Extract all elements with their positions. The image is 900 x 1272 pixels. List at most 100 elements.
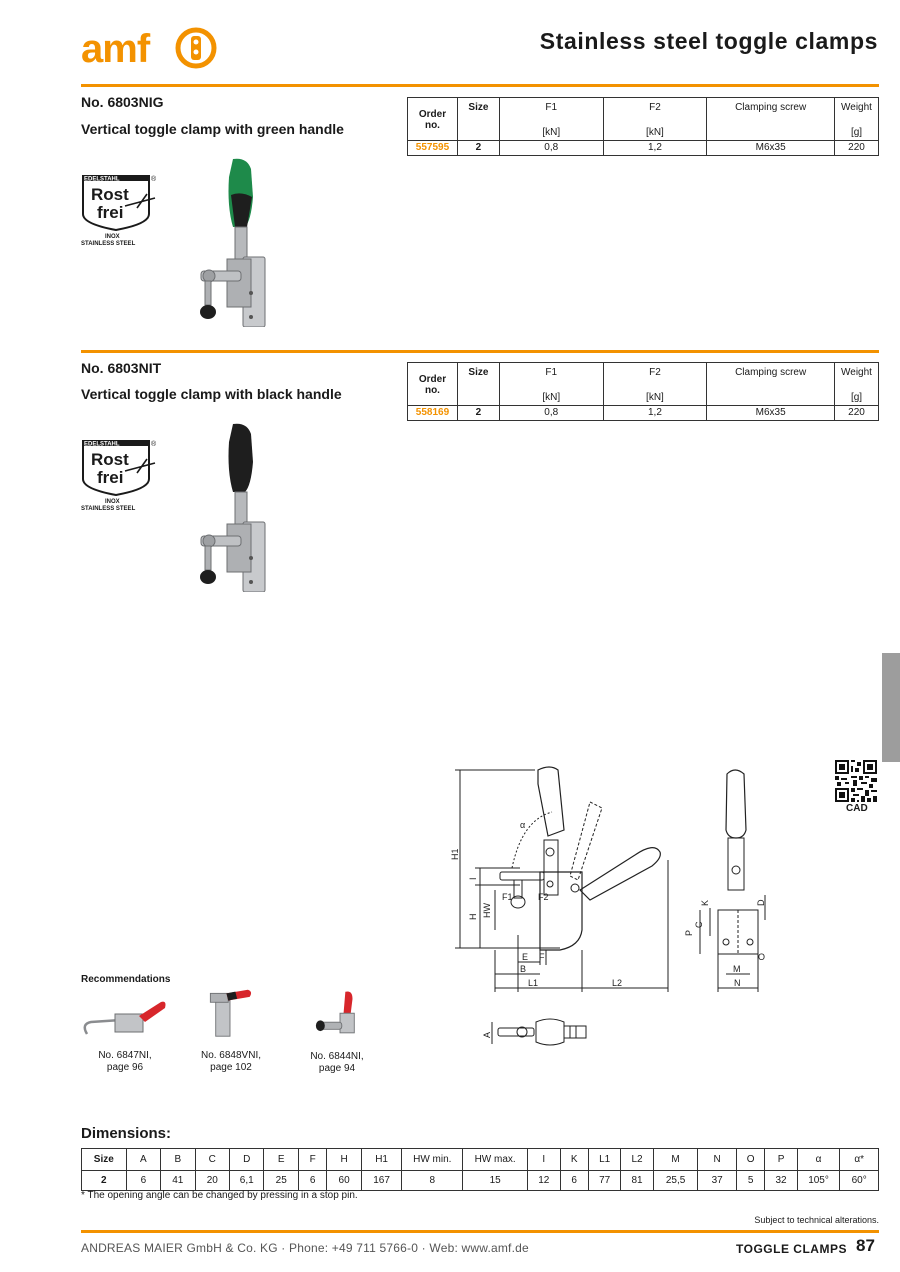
subject-note: Subject to technical alterations. [754, 1215, 879, 1225]
dim-cell: 77 [587, 1170, 622, 1191]
recommendation-item[interactable] [312, 990, 368, 1045]
svg-text:L1: L1 [528, 978, 538, 988]
cell-f1: 0,8 [498, 405, 604, 421]
dimensions-title: Dimensions: [81, 1125, 172, 1142]
dim-cell: 6 [125, 1170, 162, 1191]
dim-cell: 6 [559, 1170, 589, 1191]
dim-cell: 15 [462, 1170, 529, 1191]
cell-size: 2 [456, 405, 500, 421]
dim-col-header: A [125, 1148, 162, 1171]
svg-text:STAINLESS STEEL: STAINLESS STEEL [81, 506, 136, 512]
dim-cell: 41 [160, 1170, 196, 1191]
dim-cell: 25,5 [652, 1170, 699, 1191]
col-screw: Clamping screw [706, 362, 835, 406]
svg-text:M: M [733, 964, 741, 974]
rec-caption: No. 6844NI, page 94 [310, 1051, 364, 1074]
cell-weight: 220 [834, 405, 879, 421]
svg-text:H1: H1 [450, 848, 460, 860]
svg-text:P: P [684, 930, 694, 936]
dim-cell: 60° [839, 1170, 879, 1191]
dim-cell: 6 [297, 1170, 328, 1191]
clamp-arm [543, 839, 559, 896]
dim-cell: 8 [401, 1170, 464, 1191]
side-view-drawing: H1 I H HW α F1 F2 E F B L1 L2 C P K D [450, 766, 766, 992]
dim-col-header: N [697, 1148, 737, 1171]
dim-cell: 105° [796, 1170, 841, 1191]
col-weight: Weight[g] [834, 362, 879, 406]
dim-col-header: Size [81, 1148, 127, 1171]
svg-text:®: ® [151, 440, 157, 448]
dim-col-header: M [652, 1148, 699, 1171]
cell-weight: 220 [834, 140, 879, 156]
svg-text:I: I [468, 877, 478, 880]
top-view-drawing: A [482, 1018, 587, 1046]
cell-f1: 0,8 [498, 140, 604, 156]
dim-col-header: H1 [360, 1148, 403, 1171]
dim-cell: 2 [81, 1170, 127, 1191]
dim-col-header: O [735, 1148, 766, 1171]
dim-col-header: HW max. [462, 1148, 529, 1171]
svg-text:Rost: Rost [91, 185, 129, 204]
rec-caption: No. 6848VNI, page 102 [200, 1050, 262, 1073]
dim-col-header: HW min. [401, 1148, 464, 1171]
svg-text:STAINLESS STEEL: STAINLESS STEEL [81, 241, 136, 247]
col-size: Size [456, 362, 500, 406]
handle-closed [537, 766, 565, 837]
cell-size: 2 [456, 140, 500, 156]
dim-col-header: α* [839, 1148, 879, 1171]
front-handle [725, 769, 747, 839]
dim-col-header: C [194, 1148, 231, 1171]
dim-cell: 167 [360, 1170, 403, 1191]
table-row: 558169 2 0,8 1,2 M6x35 220 [407, 405, 879, 421]
spec-table: Order no. Size F1[kN] F2[kN] Clamping sc… [407, 362, 879, 421]
svg-text:N: N [734, 978, 741, 988]
col-f2: F2[kN] [602, 362, 708, 406]
footer-company: ANDREAS MAIER GmbH & Co. KG · Phone: +49… [81, 1241, 529, 1255]
footnote: * The opening angle can be changed by pr… [81, 1190, 358, 1201]
svg-text:D: D [756, 899, 766, 906]
dim-col-header: E [263, 1148, 299, 1171]
svg-text:C: C [694, 921, 704, 928]
section-rule [81, 350, 879, 353]
dim-cell: 5 [735, 1170, 766, 1191]
col-screw: Clamping screw [706, 97, 835, 141]
col-f1: F1[kN] [498, 97, 604, 141]
dim-cell: 37 [697, 1170, 737, 1191]
col-order: Order no. [407, 362, 458, 406]
cad-label: CAD [846, 803, 868, 814]
dim-cell: 60 [326, 1170, 362, 1191]
dim-col-header: L2 [620, 1148, 654, 1171]
cad-qr-code[interactable] [835, 760, 877, 802]
dim-cell: 12 [527, 1170, 561, 1191]
header-rule [81, 84, 879, 87]
svg-text:B: B [520, 964, 526, 974]
dim-cell: 81 [620, 1170, 654, 1191]
rec-image-6848vni [209, 989, 252, 1037]
product-image-green [185, 157, 275, 328]
svg-text:L2: L2 [612, 978, 622, 988]
table-row: 557595 2 0,8 1,2 M6x35 220 [407, 140, 879, 156]
dim-cell: 20 [194, 1170, 231, 1191]
dim-col-header: B [160, 1148, 196, 1171]
footer-section: TOGGLE CLAMPS [736, 1242, 847, 1256]
footer-rule [81, 1230, 879, 1233]
cell-f2: 1,2 [602, 405, 708, 421]
rec-image-6844ni [315, 991, 355, 1034]
page-number: 87 [856, 1236, 875, 1255]
dim-col-header: D [229, 1148, 265, 1171]
dim-col-header: H [326, 1148, 362, 1171]
svg-text:F: F [539, 952, 545, 962]
order-number-link[interactable]: 558169 [407, 405, 458, 421]
product-image-black [185, 422, 275, 593]
rostfrei-badge: EDELSTAHL ® Rost frei INOX STAINLESS STE… [81, 172, 161, 252]
svg-text:E: E [522, 952, 528, 962]
svg-text:EDELSTAHL: EDELSTAHL [84, 442, 120, 448]
recommendation-item[interactable] [81, 994, 169, 1049]
product-number: No. 6803NIT [81, 360, 162, 376]
rec-caption: No. 6847NI, page 96 [98, 1050, 152, 1073]
recommendation-item[interactable] [200, 988, 260, 1043]
col-weight: Weight[g] [834, 97, 879, 141]
order-number-link[interactable]: 557595 [407, 140, 458, 156]
recommendations-title: Recommendations [81, 974, 171, 985]
